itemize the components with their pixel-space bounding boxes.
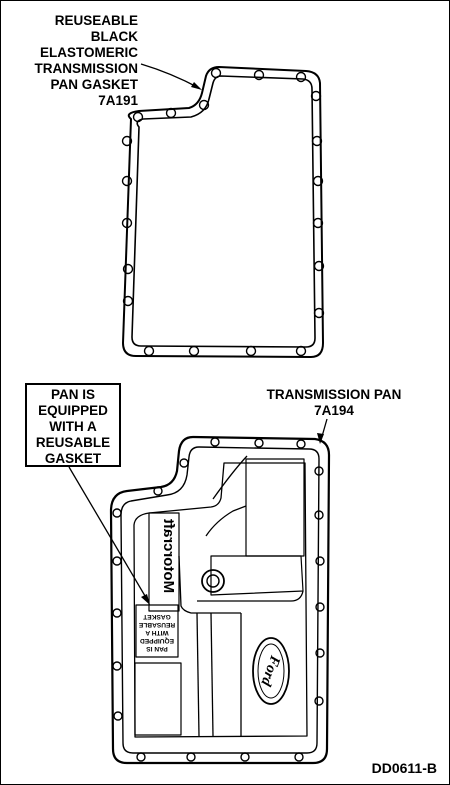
pan-ford-logo-text: Ford [257,652,283,688]
pan-flange-outer [109,435,331,765]
pan-pocket-lower-left [134,662,182,736]
pan-label: TRANSMISSION PAN 7A194 [253,387,415,419]
pan-label-line: 7A194 [314,403,354,418]
pan-stamp-text: PAN IS EQUIPPED WITH A REUSABLE GASKET [138,613,175,652]
pan-leader-arrowhead [317,433,324,444]
pan-pocket-mid-right [210,555,304,596]
pan-rib-upper [212,455,248,500]
gasket-label-line: BLACK [90,29,138,44]
gasket-label-line: PAN GASKET [50,77,138,92]
pan-stamp-line: GASKET [143,613,170,620]
transmission-pan [109,435,331,765]
pan-embossed-brand: Motorcraft [160,519,177,593]
gasket-inner-edge [131,75,316,348]
callout-text: PAN IS EQUIPPED WITH A REUSABLE GASKET [27,387,119,467]
pan-floor-edge [133,462,308,738]
pan-stamp-line: PAN IS [146,645,168,652]
gasket-leader-line [140,63,200,89]
pan-ford-oval-outer [252,637,290,705]
gasket-label-line: ELASTOMERIC [39,45,138,60]
pan-rib-channel-a [196,612,200,737]
pan-stamp-line: REUSABLE [138,621,175,628]
pan-bolt-holes [112,437,325,762]
pan-stamp-line: EQUIPPED [140,637,174,644]
pan-rib-channel-b [210,612,214,737]
callout-leader-line [68,466,149,602]
pan-stamp-line: WITH A [145,629,168,636]
callout-leader-arrowhead [141,594,150,605]
gasket [121,66,325,358]
pan-rib-left [178,555,241,614]
pan-drain-plug-inner [206,574,220,588]
callout-line: EQUIPPED [38,403,108,418]
figure-id: DD0611-B [371,760,437,776]
gasket-label-line: TRANSMISSION [34,61,138,76]
pan-pocket-upper-right [245,458,305,557]
pan-ford-oval-inner [257,643,285,699]
pan-drain-plug-outer [201,569,225,593]
callout-line: GASKET [44,451,102,466]
pan-rib-diag [205,505,247,537]
gasket-label: REUSEABLE BLACK ELASTOMERIC TRANSMISSION… [34,13,138,109]
gasket-leader-arrowhead [191,82,202,90]
callout-line: REUSABLE [35,435,111,450]
callout-line: WITH A [49,419,97,434]
pan-flange-inner [120,446,320,754]
pan-stamp-box [135,604,179,658]
reusable-gasket-callout: PAN IS EQUIPPED WITH A REUSABLE GASKET [25,383,121,467]
pan-raised-panel [148,512,180,612]
gasket-bolt-holes [121,67,325,357]
gasket-label-line: REUSEABLE [54,13,138,28]
callout-line: PAN IS [50,387,95,402]
pan-rib-cross [197,590,304,602]
pan-label-line: TRANSMISSION PAN [266,387,402,402]
gasket-label-line: 7A191 [98,93,138,108]
gasket-outer-edge [122,66,324,358]
